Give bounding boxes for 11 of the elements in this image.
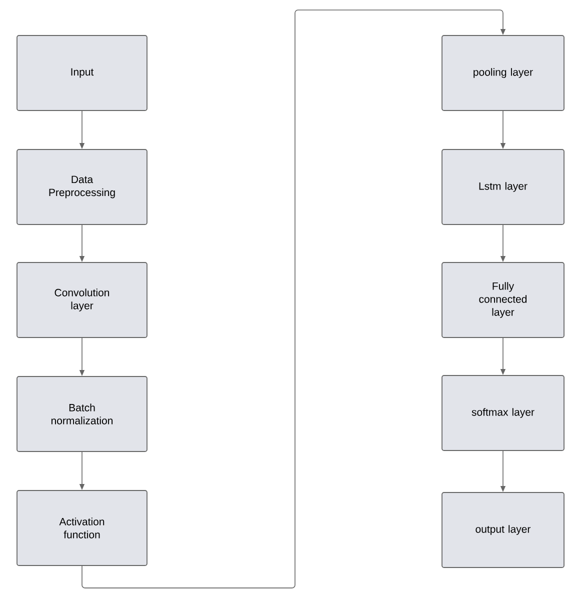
process-box: Fully connected layer [442,262,564,338]
process-box: Convolution layer [16,262,148,338]
process-box: Data Preprocessing [16,149,148,225]
process-box: pooling layer [442,35,564,111]
process-box: output layer [442,492,564,568]
process-box: softmax layer [442,375,564,451]
process-box: Lstm layer [442,149,564,225]
arrow [82,10,506,588]
process-box: Activation function [16,490,148,566]
process-box: Input [16,35,148,111]
process-box: Batch normalization [16,376,148,452]
